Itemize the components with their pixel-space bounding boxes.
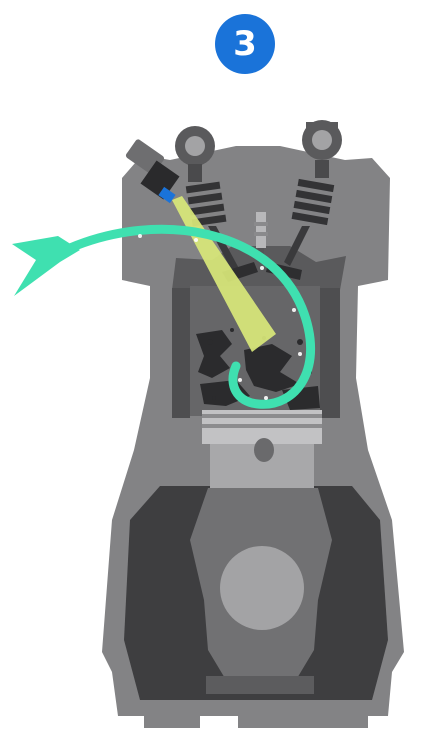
crankshaft-journal <box>220 546 304 630</box>
rod-cap <box>206 676 314 694</box>
cylinder-wall-right <box>320 288 340 418</box>
cylinder-wall-left <box>172 288 190 418</box>
piston <box>202 410 322 488</box>
